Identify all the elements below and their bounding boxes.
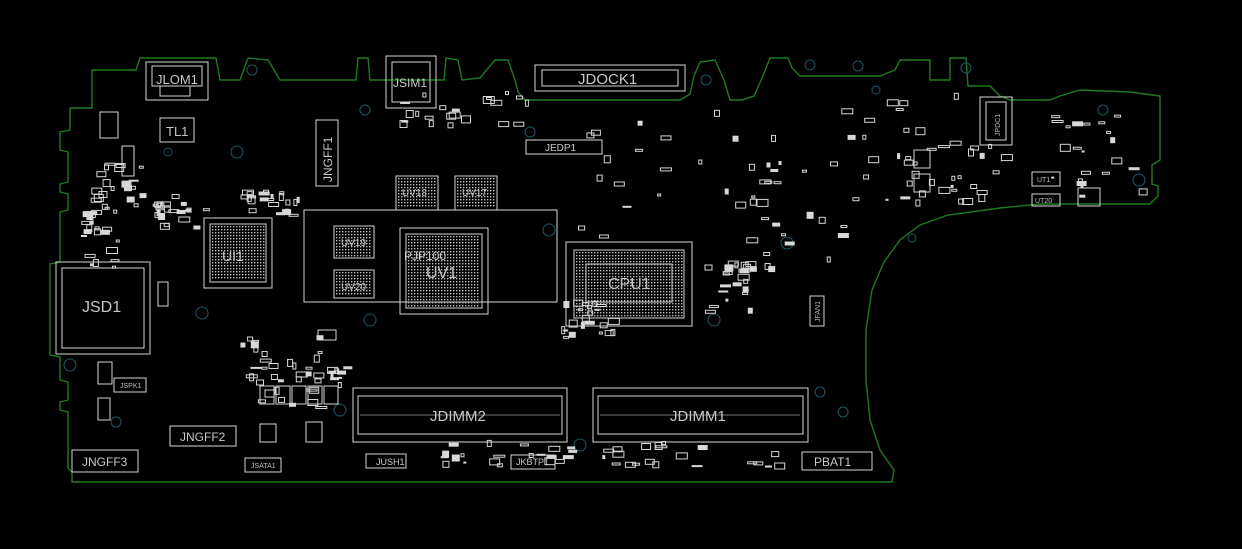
svg-text:UT1: UT1 xyxy=(1037,177,1050,184)
jdock1-connector: JDOCK1 xyxy=(534,64,686,92)
svg-text:JNGFF2: JNGFF2 xyxy=(180,430,226,444)
mounting-holes xyxy=(63,59,1146,452)
svg-text:JLOM1: JLOM1 xyxy=(156,72,198,87)
svg-text:JDIMM1: JDIMM1 xyxy=(670,408,726,425)
svg-text:JPDC1: JPDC1 xyxy=(995,114,1002,136)
ut20-chip: UT20 xyxy=(1031,193,1061,207)
svg-text:JDIMM2: JDIMM2 xyxy=(430,408,486,425)
jngff3-connector: JNGFF3 xyxy=(71,449,139,473)
svg-text:JEDP1: JEDP1 xyxy=(545,143,577,154)
jsata1-connector: JSATA1 xyxy=(244,457,282,473)
svg-text:JSPK1: JSPK1 xyxy=(120,383,142,390)
svg-text:TL1: TL1 xyxy=(166,124,188,139)
svg-text:JFAN1: JFAN1 xyxy=(815,301,822,322)
svg-text:UV17: UV17 xyxy=(462,188,487,199)
jdimm2-slot: JDIMM2 xyxy=(352,387,568,443)
svg-text:JNGFF1: JNGFF1 xyxy=(321,136,335,182)
board-outline xyxy=(49,57,1161,483)
svg-text:JUSH1: JUSH1 xyxy=(376,457,405,467)
jlom1-connector: JLOM1 xyxy=(145,61,209,101)
svg-text:JDOCK1: JDOCK1 xyxy=(578,71,637,88)
ut1-chip: UT1 xyxy=(1031,171,1061,187)
svg-text:UV20: UV20 xyxy=(341,282,366,293)
minor-components xyxy=(81,91,1148,470)
gpu-area: UV19 UV20 PJP100 UV1 xyxy=(303,209,558,315)
jfan1-connector: JFAN1 xyxy=(809,295,825,327)
svg-text:UV18: UV18 xyxy=(402,188,427,199)
svg-text:JSATA1: JSATA1 xyxy=(251,463,276,470)
jedp1-connector: JEDP1 xyxy=(525,139,603,155)
svg-text:JSIM1: JSIM1 xyxy=(393,76,427,90)
jdimm1-slot: JDIMM1 xyxy=(592,387,809,443)
tl1-component: TL1 xyxy=(159,117,195,143)
svg-text:JSD1: JSD1 xyxy=(82,299,121,316)
svg-text:JKBTP1: JKBTP1 xyxy=(516,457,549,467)
jngff1-connector: JNGFF1 xyxy=(315,119,339,187)
pbat1-connector: PBAT1 xyxy=(801,451,873,471)
jspk1-connector: JSPK1 xyxy=(113,377,147,393)
svg-text:UV19: UV19 xyxy=(341,238,366,249)
svg-text:JNGFF3: JNGFF3 xyxy=(82,455,128,469)
jush1-connector: JUSH1 xyxy=(365,453,407,469)
jngff2-connector: JNGFF2 xyxy=(169,425,237,447)
jpdc1-connector: JPDC1 xyxy=(979,96,1013,146)
ui1-chip: UI1 xyxy=(203,217,273,289)
svg-text:UT20: UT20 xyxy=(1035,198,1052,205)
svg-text:CPU1: CPU1 xyxy=(608,276,651,293)
jsim1-connector: JSIM1 xyxy=(385,55,437,109)
svg-text:PJP100: PJP100 xyxy=(404,249,446,263)
svg-text:PBAT1: PBAT1 xyxy=(814,455,851,469)
svg-text:UV1: UV1 xyxy=(426,265,457,282)
jsd1-connector: JSD1 xyxy=(55,261,151,355)
